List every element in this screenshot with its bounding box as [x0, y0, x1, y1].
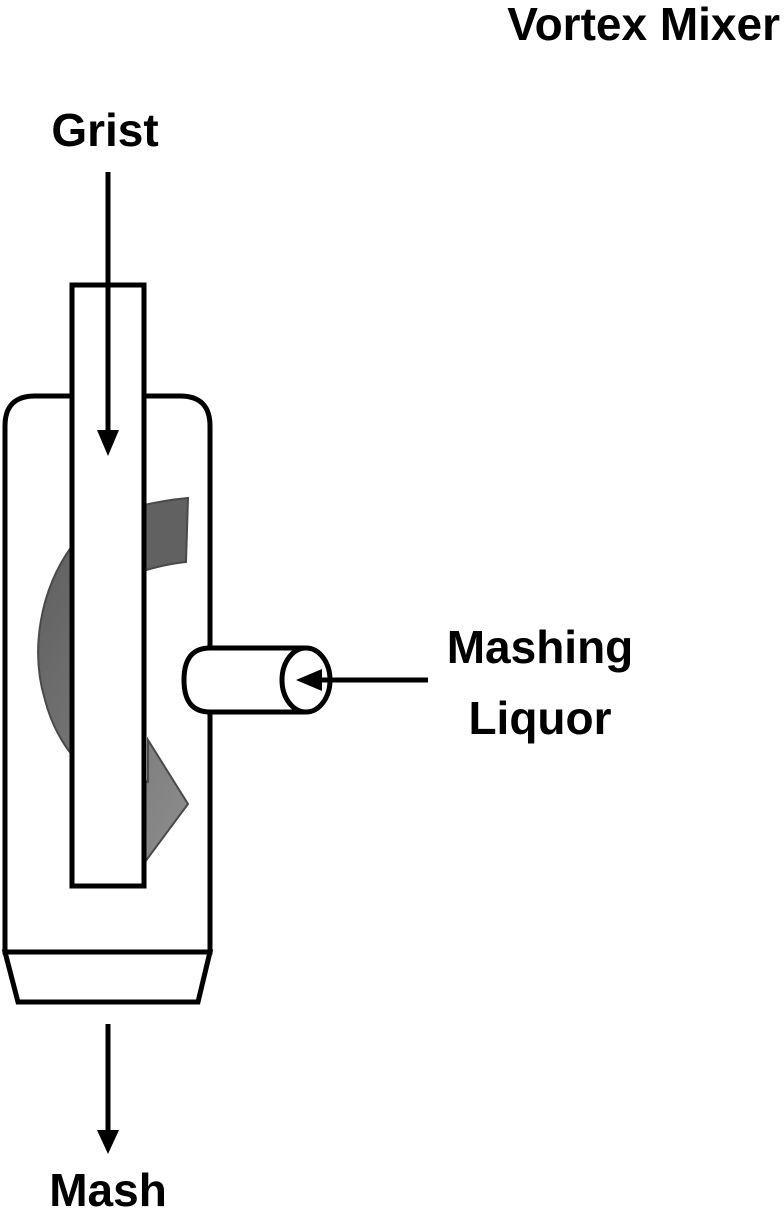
mashing-liquor-label-line2: Liquor [468, 692, 611, 744]
swirl-back-segment [139, 496, 190, 574]
grist-arrowhead [97, 430, 119, 456]
mash-label: Mash [49, 1164, 167, 1208]
vessel-outlet [1, 949, 214, 1005]
liquor-arrowhead [296, 669, 322, 691]
grist-label: Grist [51, 104, 158, 156]
mashing-liquor-label-line1: Mashing [447, 621, 634, 673]
liquor-inlet-pipe [181, 645, 305, 715]
mash-arrowhead [97, 1130, 119, 1154]
diagram-title: Vortex Mixer [507, 0, 780, 50]
